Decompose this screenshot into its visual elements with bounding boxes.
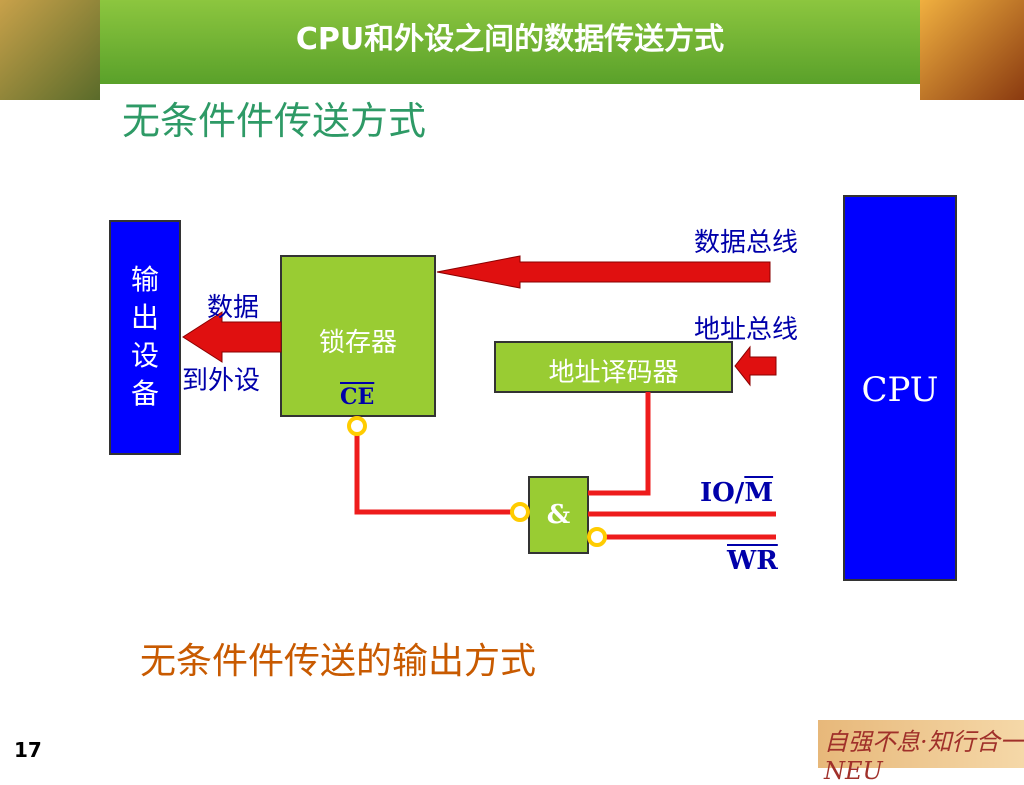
and-input-bubble xyxy=(510,502,530,522)
section-heading: 无条件件传送方式 xyxy=(122,99,427,143)
output-device-box xyxy=(109,220,181,455)
wr-inverter-bubble xyxy=(587,527,607,547)
ce-inverter-bubble xyxy=(347,416,367,436)
and-gate-box xyxy=(528,476,589,554)
wr-label: WR xyxy=(727,546,778,576)
control-wires xyxy=(354,392,776,540)
address-bus-label: 地址总线 xyxy=(694,315,799,345)
latch-box xyxy=(280,255,436,417)
title-band xyxy=(100,0,920,84)
decoder-out-wire xyxy=(588,392,651,496)
output-device-char-4: 备 xyxy=(130,377,159,410)
ce-wire xyxy=(354,434,512,515)
io-m-label: IO/M xyxy=(700,478,773,508)
university-logo-text: 自强不息·知行合一 NEU xyxy=(824,728,1024,785)
decoder-label: 地址译码器 xyxy=(548,358,679,388)
decorative-keyboard-image xyxy=(0,0,100,100)
output-device-char-2: 出 xyxy=(130,301,159,334)
to-peripheral-label: 到外设 xyxy=(182,366,261,396)
slide-header: CPU和外设之间的数据传送方式 xyxy=(0,0,1024,100)
slide-title: CPU和外设之间的数据传送方式 xyxy=(295,22,725,57)
data-bus-arrow xyxy=(436,255,771,289)
cpu-box xyxy=(843,195,957,581)
data-label: 数据 xyxy=(207,293,260,323)
university-logo xyxy=(818,720,1024,768)
latch-label: 锁存器 xyxy=(318,328,397,358)
address-bus-arrow xyxy=(734,345,777,387)
and-gate-label: & xyxy=(546,500,571,530)
io-m-bar: M xyxy=(744,478,774,508)
output-device-char-1: 输 xyxy=(130,263,159,296)
io-diagram xyxy=(109,195,957,581)
io-m-prefix: IO/ xyxy=(700,478,745,508)
ce-label: CE xyxy=(340,384,375,410)
data-bus-label: 数据总线 xyxy=(694,228,799,258)
cpu-label: CPU xyxy=(861,370,939,410)
decorative-chart-image xyxy=(920,0,1024,100)
data-out-arrow xyxy=(182,311,282,363)
page-number: 17 xyxy=(14,738,42,762)
diagram-caption: 无条件件传送的输出方式 xyxy=(140,641,537,682)
decoder-box xyxy=(494,341,733,393)
output-device-char-3: 设 xyxy=(130,339,159,372)
